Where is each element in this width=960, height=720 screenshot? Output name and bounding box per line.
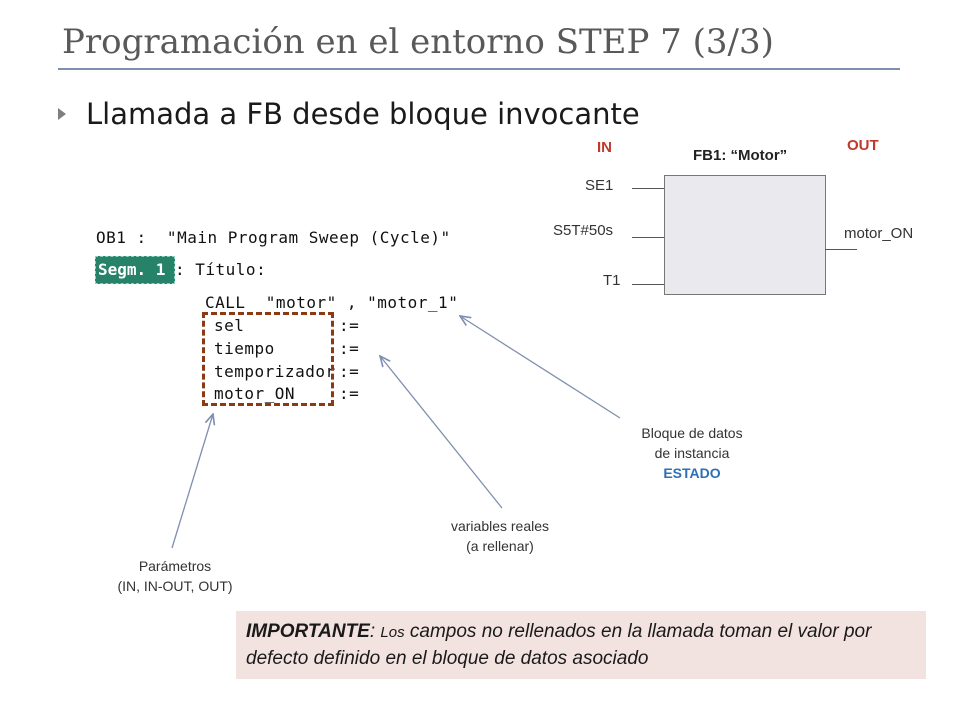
fb-input-pin [632, 284, 664, 285]
fb-input-label: S5T#50s [553, 222, 614, 239]
call-line: CALL "motor" , "motor_1" [205, 293, 459, 312]
bullet-text: Llamada a FB desde bloque invocante [86, 97, 640, 131]
param-assign: := [339, 362, 360, 381]
arrow-db [460, 316, 621, 419]
param-assign: := [339, 316, 360, 335]
fb-input-pin [632, 188, 664, 189]
fb-title: FB1: “Motor” [693, 147, 788, 164]
param-name: sel [214, 316, 245, 335]
important-note: IMPORTANTE: Los campos no rellenados en … [236, 611, 926, 679]
in-label: IN [597, 139, 612, 156]
param-assign: := [339, 339, 360, 358]
out-label: OUT [847, 137, 879, 154]
fb-output-pin [825, 249, 857, 250]
bullet-arrow-icon [58, 108, 66, 120]
vars-note: variables reales (a rellenar) [450, 518, 550, 554]
db-note: Bloque de datos de instancia ESTADO [641, 425, 743, 481]
parameters-highlight-frame [202, 312, 334, 406]
segment-title: : Título: [175, 260, 267, 279]
fb-input-label: T1 [603, 272, 621, 289]
fb-input-pin [632, 237, 664, 238]
fb-input-label: SE1 [585, 177, 614, 194]
slide-title: Programación en el entorno STEP 7 (3/3) [62, 22, 774, 62]
arrow-vars [380, 356, 503, 509]
segment-badge: Segm. 1 [95, 256, 175, 284]
params-note: Parámetros (IN, IN-OUT, OUT) [117, 558, 233, 594]
param-name: tiempo [214, 339, 275, 358]
param-assign: := [339, 384, 360, 403]
fb-output-label: motor_ON [844, 225, 914, 242]
ob1-header: OB1 : "Main Program Sweep (Cycle)" [96, 228, 451, 247]
param-name: motor_ON [214, 384, 296, 403]
title-underline [58, 68, 900, 70]
fb-block [664, 175, 826, 295]
arrow-params [171, 414, 213, 549]
param-name: temporizador [214, 362, 336, 381]
